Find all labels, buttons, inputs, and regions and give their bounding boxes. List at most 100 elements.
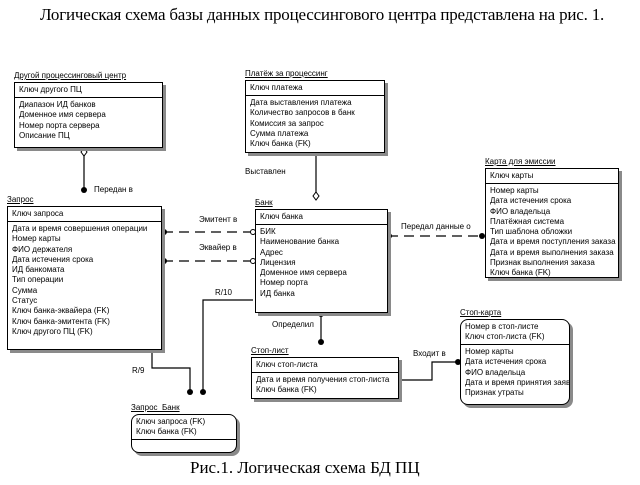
dot-included-in bbox=[455, 359, 461, 365]
entity-key: Ключ банка bbox=[256, 210, 387, 225]
attribute: Сумма bbox=[12, 285, 38, 295]
attribute: Дата и время принятия заявки bbox=[465, 377, 569, 387]
dot-transferred-data bbox=[479, 233, 485, 239]
attribute: Описание ПЦ bbox=[19, 130, 70, 140]
line-r10 bbox=[202, 299, 253, 392]
attribute: ИД банкомата bbox=[12, 265, 65, 275]
entity-title: Платёж за процессинг bbox=[245, 69, 328, 78]
dot-issuer-in bbox=[161, 229, 167, 235]
line-r9 bbox=[151, 350, 191, 392]
attribute: Признак выполнения заказа bbox=[490, 258, 595, 268]
attribute: Лицензия bbox=[260, 257, 296, 267]
entity-attributes: Номер карты Дата истечения срока ФИО вла… bbox=[461, 345, 569, 400]
attribute: Количество запросов в банк bbox=[250, 108, 355, 118]
attribute: Доменное имя сервера bbox=[19, 110, 106, 120]
entity-title: Запрос bbox=[7, 195, 34, 204]
entity-box: Ключ запроса (FK) Ключ банка (FK) bbox=[131, 414, 237, 453]
entity-attributes: Дата и время получения стоп-листа Ключ б… bbox=[252, 373, 398, 398]
attribute: Ключ банка-эквайера (FK) bbox=[12, 306, 110, 316]
key-attribute: Ключ банка (FK) bbox=[136, 427, 197, 436]
entity-box: Ключ другого ПЦ Диапазон ИД банков Домен… bbox=[14, 82, 163, 148]
key-attribute: Ключ запроса (FK) bbox=[136, 417, 206, 426]
entity-box: Ключ запроса Дата и время совершения опе… bbox=[7, 206, 162, 350]
diamond-bank-top bbox=[312, 191, 320, 201]
attribute: ФИО владельца bbox=[490, 206, 551, 216]
rel-label-issued: Выставлен bbox=[245, 167, 286, 176]
attribute: БИК bbox=[260, 227, 276, 236]
attribute: Признак утраты bbox=[465, 388, 524, 398]
attribute: Комиссия за запрос bbox=[250, 118, 324, 128]
rel-label-included-in: Входит в bbox=[413, 349, 446, 358]
attribute: Номер порта сервера bbox=[19, 120, 100, 130]
attribute: Диапазон ИД банков bbox=[19, 100, 96, 109]
entity-attributes: Дата выставления платежа Количество запр… bbox=[246, 96, 384, 151]
entity-title: Стоп-карта bbox=[460, 308, 502, 317]
attribute: ФИО держателя bbox=[12, 244, 73, 254]
attribute: Ключ банка (FK) bbox=[490, 268, 551, 278]
attribute: Статус bbox=[12, 296, 38, 306]
entity-key: Номер в стоп-листе Ключ стоп-листа (FK) bbox=[461, 320, 569, 345]
attribute: Номер карты bbox=[465, 347, 514, 356]
attribute: Сумма платежа bbox=[250, 128, 309, 138]
rel-label-issuer-in: Эмитент в bbox=[199, 215, 238, 224]
entity-title: Стоп-лист bbox=[251, 346, 289, 355]
attribute: Дата истечения срока bbox=[465, 357, 547, 367]
attribute: Адрес bbox=[260, 247, 283, 257]
attribute: Дата и время выполнения заказа bbox=[490, 247, 614, 257]
dot-defined bbox=[318, 339, 324, 345]
rel-label-defined: Определил bbox=[272, 320, 314, 329]
rel-label-passed-to: Передан в bbox=[94, 185, 133, 194]
rel-label-r10: R/10 bbox=[215, 288, 232, 297]
rel-label-r9: R/9 bbox=[132, 366, 145, 375]
attribute: Ключ банка-эмитента (FK) bbox=[12, 316, 110, 326]
entity-title: Банк bbox=[255, 198, 273, 207]
figure-caption: Рис.1. Логическая схема БД ПЦ bbox=[190, 458, 420, 477]
attribute: Дата и время совершения операции bbox=[12, 224, 148, 233]
key-attribute: Ключ стоп-листа (FK) bbox=[465, 332, 545, 341]
rel-label-acquirer-in: Эквайер в bbox=[199, 243, 237, 252]
attribute: Дата и время поступления заказа bbox=[490, 237, 616, 247]
entity-attributes: БИК Наименование банка Адрес Лицензия До… bbox=[256, 225, 387, 301]
attribute: Дата и время получения стоп-листа bbox=[256, 375, 390, 384]
attribute: ФИО владельца bbox=[465, 367, 526, 377]
entity-key: Ключ карты bbox=[486, 169, 618, 184]
entity-key: Ключ платежа bbox=[246, 81, 384, 96]
attribute: Дата выставления платежа bbox=[250, 98, 352, 107]
rel-label-transferred-data: Передал данные о bbox=[401, 222, 471, 231]
attribute: Тип операции bbox=[12, 275, 64, 285]
line-included-in bbox=[399, 361, 458, 381]
entity-box: Номер в стоп-листе Ключ стоп-листа (FK) … bbox=[460, 319, 570, 405]
entity-attributes: Номер карты Дата истечения срока ФИО вла… bbox=[486, 184, 618, 281]
entity-box: Ключ платежа Дата выставления платежа Ко… bbox=[245, 80, 385, 153]
entity-key: Ключ запроса (FK) Ключ банка (FK) bbox=[132, 415, 236, 440]
diamond-other-pc bbox=[80, 147, 88, 157]
entity-box: Ключ карты Номер карты Дата истечения ср… bbox=[485, 168, 619, 278]
attribute: Номер карты bbox=[490, 186, 539, 195]
attribute: Номер порта bbox=[260, 278, 308, 288]
attribute: Дата истечения срока bbox=[490, 196, 572, 206]
attribute: Дата истечения срока bbox=[12, 254, 94, 264]
dot-acquirer-in bbox=[161, 258, 167, 264]
dot-passed-to bbox=[81, 187, 87, 193]
attribute: Номер карты bbox=[12, 234, 61, 244]
entity-key: Ключ запроса bbox=[8, 207, 161, 222]
attribute: Платёжная система bbox=[490, 216, 565, 226]
entity-title: Другой процессинговый центр bbox=[14, 71, 127, 80]
entity-title: Карта для эмиссии bbox=[485, 157, 556, 166]
entity-attributes: Диапазон ИД банков Доменное имя сервера … bbox=[15, 98, 162, 143]
dot-r9 bbox=[187, 389, 193, 395]
attribute: Ключ банка (FK) bbox=[256, 385, 317, 395]
entity-box: Ключ банка БИК Наименование банка Адрес … bbox=[255, 209, 388, 313]
entity-key: Ключ другого ПЦ bbox=[15, 83, 162, 98]
attribute: Ключ другого ПЦ (FK) bbox=[12, 326, 93, 336]
entity-key: Ключ стоп-листа bbox=[252, 358, 398, 373]
intro-paragraph: Логическая схема базы данных процессинго… bbox=[40, 5, 605, 24]
attribute: ИД банка bbox=[260, 288, 295, 298]
attribute: Ключ банка (FK) bbox=[250, 139, 311, 149]
key-attribute: Номер в стоп-листе bbox=[465, 322, 539, 331]
entity-attributes: Дата и время совершения операции Номер к… bbox=[8, 222, 161, 339]
attribute: Тип шаблона обложки bbox=[490, 227, 573, 237]
attribute: Наименование банка bbox=[260, 237, 340, 247]
attribute: Доменное имя сервера bbox=[260, 268, 347, 278]
entity-title: Запрос_Банк bbox=[131, 403, 180, 412]
